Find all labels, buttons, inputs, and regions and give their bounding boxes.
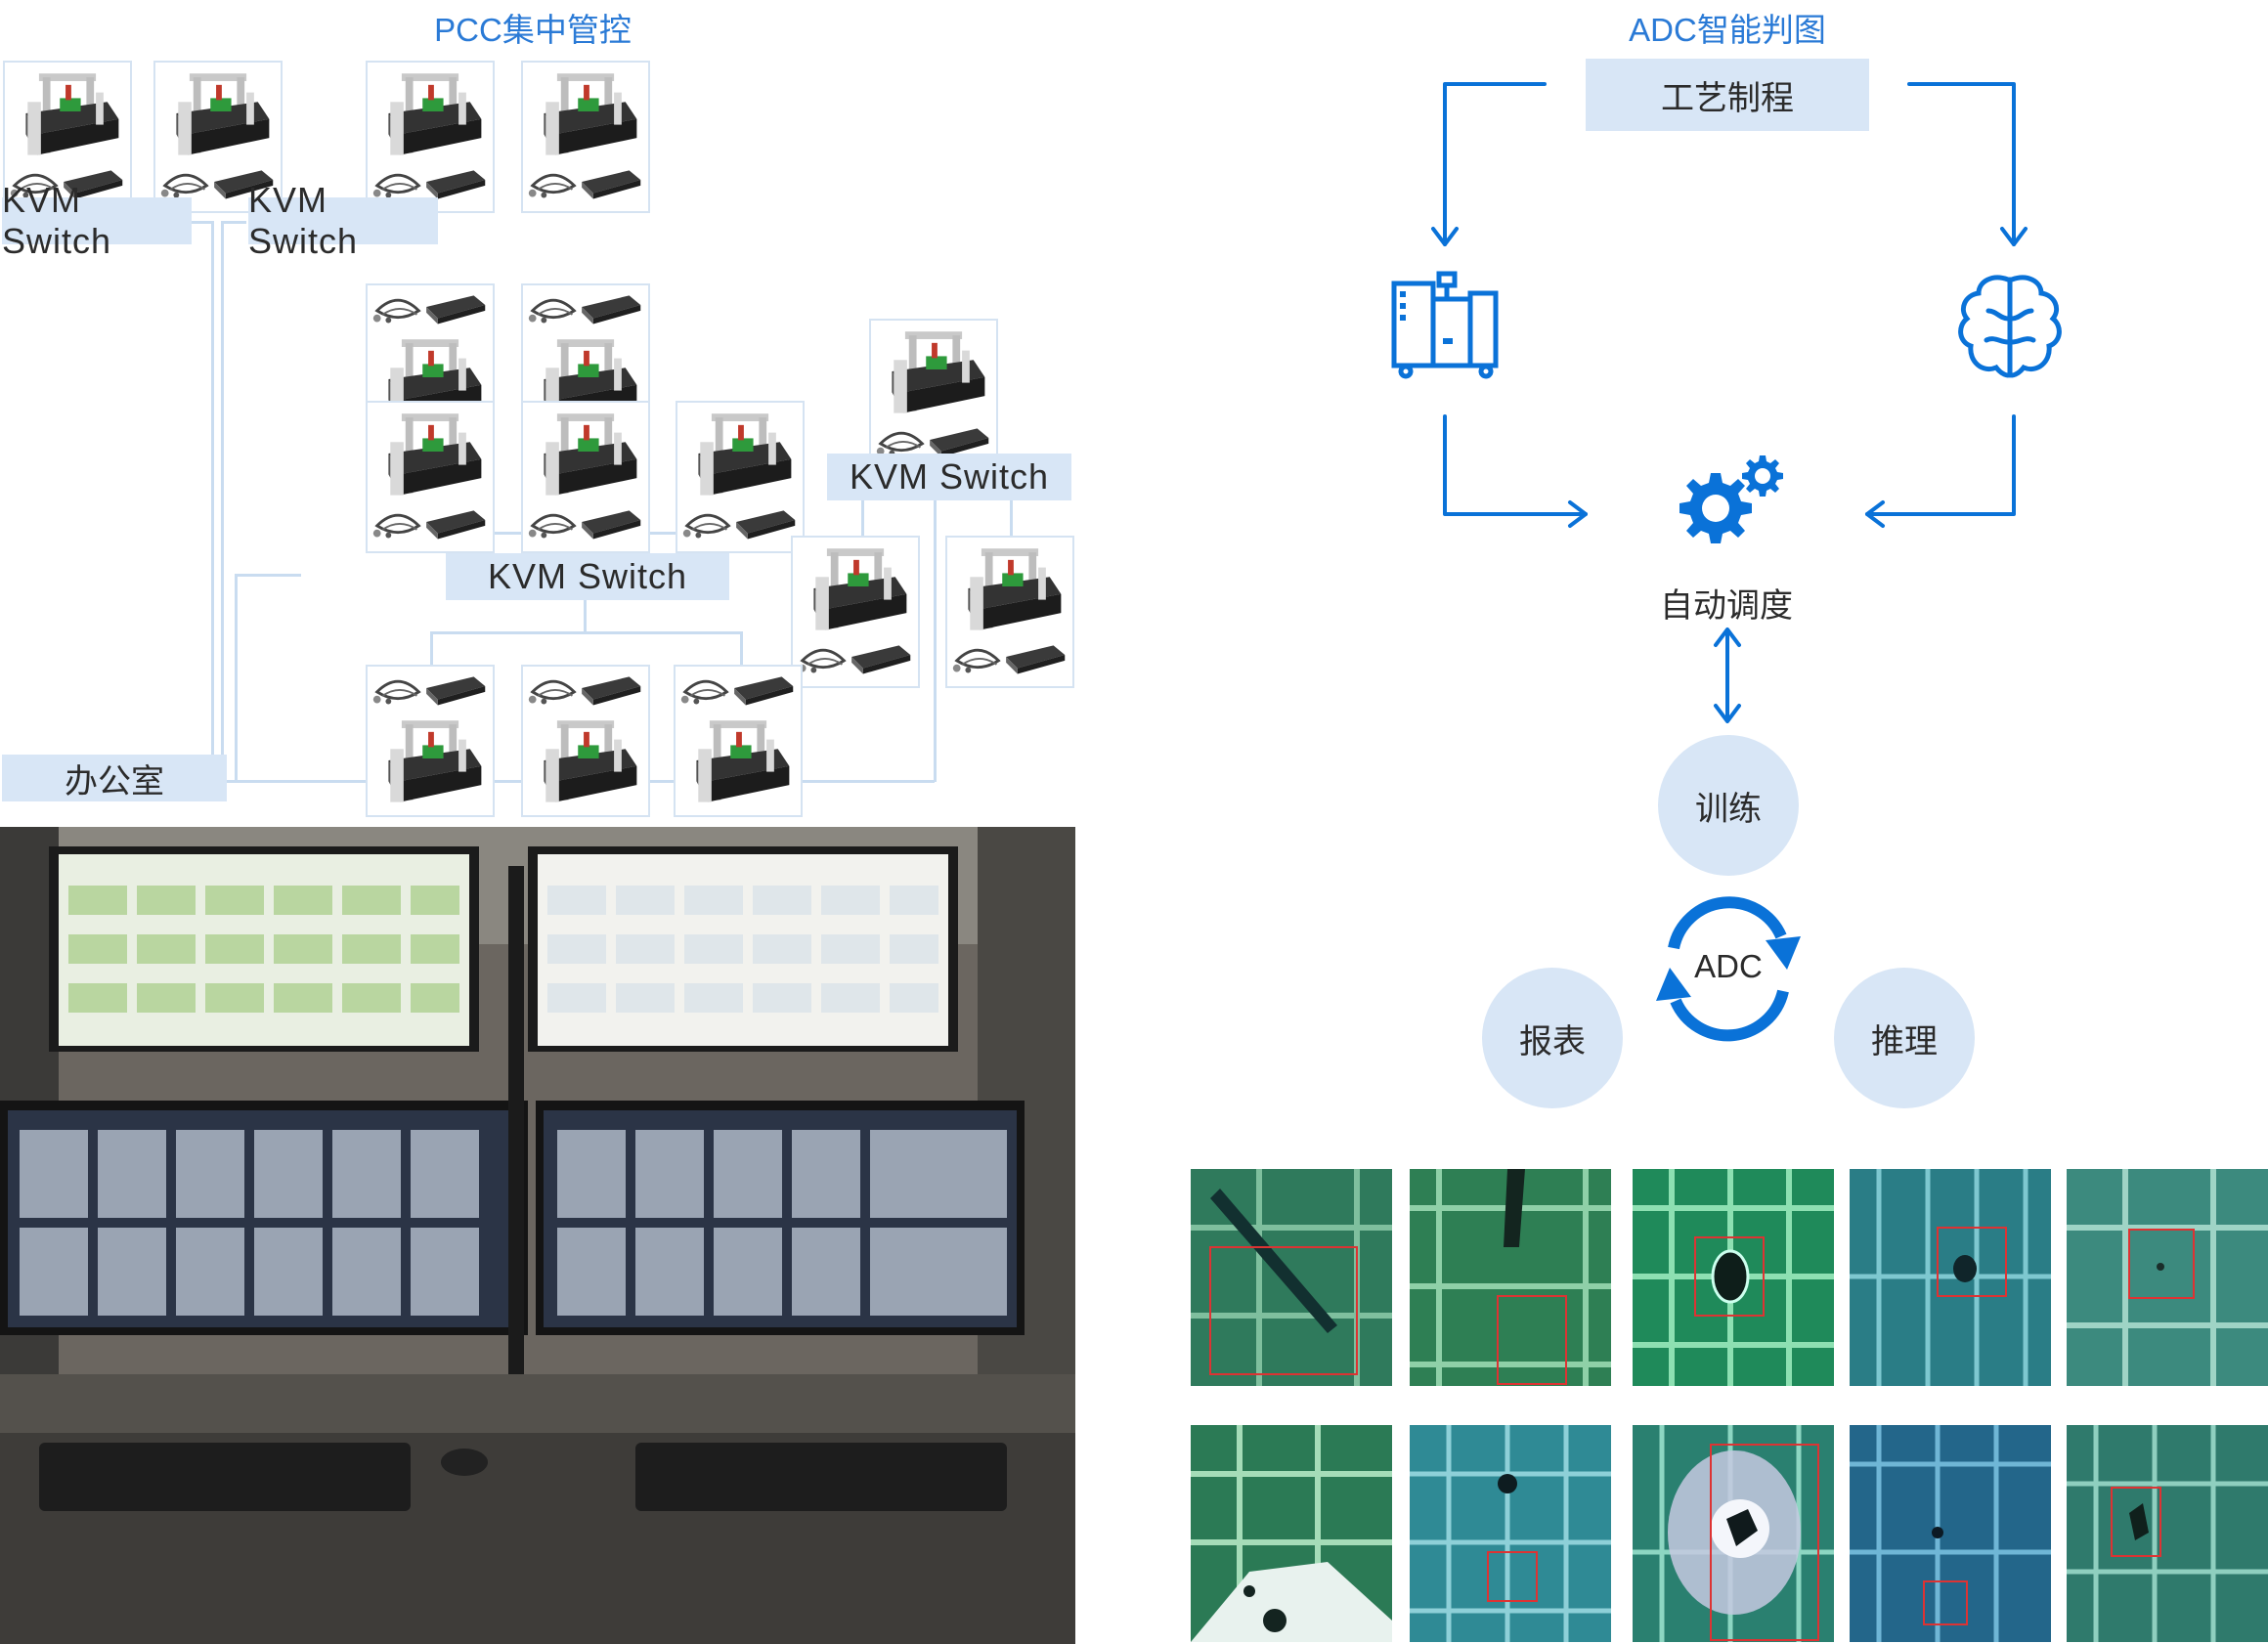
defect-thumbnail — [2067, 1425, 2268, 1642]
defect-thumbnail — [1410, 1425, 1611, 1642]
defect-thumbnail — [1633, 1169, 1834, 1386]
training-circle: 训练 — [1658, 735, 1799, 876]
equipment-tile — [521, 665, 650, 817]
auto-schedule-label: 自动调度 — [1660, 587, 1793, 625]
adc-title: ADC智能判图 — [1629, 12, 1826, 48]
equipment-tile — [676, 401, 805, 553]
equipment-tile — [153, 61, 283, 213]
equipment-tile — [521, 401, 650, 553]
equipment-tile — [366, 61, 495, 213]
adc-flow-arrows — [1431, 82, 2028, 723]
process-box: 工艺制程 — [1586, 59, 1869, 131]
equipment-tile — [945, 536, 1074, 688]
kvm-switch-2: KVM Switch — [248, 180, 438, 261]
equipment-tile — [791, 536, 920, 688]
office-box: 办公室 — [2, 755, 227, 801]
equipment-icon — [1391, 271, 1499, 379]
equipment-tile — [521, 61, 650, 213]
refresh-cycle-icon — [1656, 896, 1801, 1042]
kvm-switch-4: KVM Switch — [446, 553, 729, 600]
pcc-title: PCC集中管控 — [434, 12, 632, 48]
defect-thumbnail — [2067, 1169, 2268, 1386]
kvm-switch-3: KVM Switch — [827, 454, 1071, 500]
defect-thumbnail — [1633, 1425, 1834, 1642]
defect-thumbnail — [1850, 1425, 2051, 1642]
inference-circle: 推理 — [1834, 968, 1975, 1108]
equipment-tile — [366, 401, 495, 553]
gears-icon — [1679, 455, 1783, 543]
defect-thumbnail — [1410, 1169, 1611, 1386]
control-room-photo — [0, 827, 1075, 1644]
report-circle: 报表 — [1482, 968, 1623, 1108]
adc-cycle-label: ADC — [1694, 948, 1763, 984]
defect-thumbnail — [1191, 1169, 1392, 1386]
defect-thumbnail — [1191, 1425, 1392, 1642]
brain-icon — [1958, 275, 2062, 378]
equipment-tile — [366, 665, 495, 817]
defect-thumbnail — [1850, 1169, 2051, 1386]
kvm-switch-1: KVM Switch — [2, 180, 192, 261]
equipment-tile — [674, 665, 803, 817]
equipment-tile — [869, 319, 998, 471]
